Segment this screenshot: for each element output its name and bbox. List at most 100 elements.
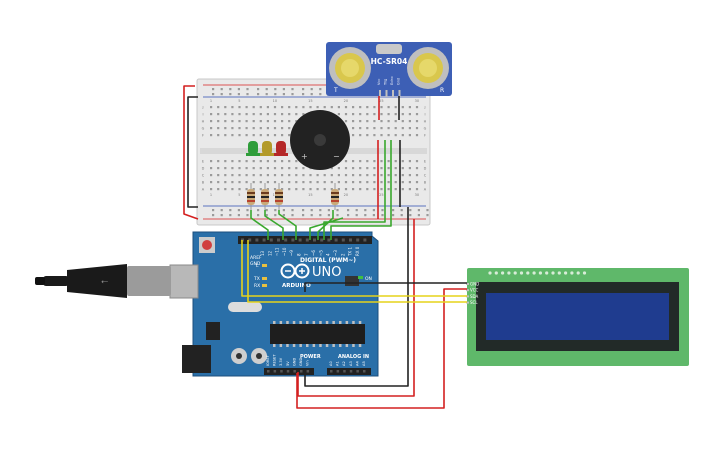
breadboard-hole: [210, 106, 213, 109]
rail-hole: [265, 88, 268, 91]
breadboard-hole: [295, 167, 298, 170]
lcd-header-pin: [494, 271, 498, 275]
breadboard-hole: [224, 188, 227, 191]
chip-pin: [292, 321, 296, 324]
power-pin-label: GND: [299, 358, 303, 366]
breadboard-hole: [366, 113, 369, 116]
breadboard-hole: [231, 181, 234, 184]
breadboard-hole: [273, 181, 277, 184]
rail-hole: [319, 93, 322, 96]
atmega-chip: [270, 324, 365, 344]
resistor-3[interactable]: [275, 183, 283, 210]
rail-hole: [246, 93, 249, 96]
breadboard-hole: [380, 181, 383, 184]
breadboard-hole: [266, 106, 269, 109]
column-number: 30: [415, 99, 419, 103]
breadboard-hole: [401, 160, 404, 163]
column-number: 10: [273, 99, 277, 103]
led-yellow[interactable]: [260, 141, 274, 156]
rail-hole: [220, 88, 223, 91]
rail-hole: [291, 209, 294, 212]
breadboard-hole: [352, 120, 355, 123]
breadboard-hole: [344, 181, 348, 184]
breadboard-hole: [273, 174, 277, 177]
breadboard-hole: [259, 106, 262, 109]
led-green[interactable]: [246, 141, 260, 156]
breadboard-hole: [387, 181, 390, 184]
breadboard-hole: [259, 120, 262, 123]
breadboard-hole: [344, 106, 348, 109]
breadboard-hole: [224, 127, 227, 130]
rail-hole: [246, 214, 249, 217]
gnd-label: GND: [250, 261, 261, 267]
resistor-2[interactable]: [261, 183, 269, 210]
breadboard-hole: [323, 106, 326, 109]
breadboard-hole: [373, 174, 376, 177]
breadboard-hole: [387, 188, 390, 191]
breadboard-hole: [352, 134, 355, 137]
breadboard-hole: [408, 120, 411, 123]
digital-pin-label: 8: [297, 253, 302, 256]
breadboard-hole: [415, 174, 419, 177]
header-pin: [356, 370, 359, 373]
breadboard-hole: [366, 181, 369, 184]
column-number: 10: [273, 193, 277, 197]
sensor-pin-label: Gnd: [397, 78, 401, 85]
breadboard-hole: [344, 120, 348, 123]
breadboard-hole: [281, 106, 284, 109]
breadboard-hole: [295, 113, 298, 116]
wire-lcd-vcc: [296, 288, 467, 409]
breadboard-hole: [231, 188, 234, 191]
resistor-4[interactable]: [331, 183, 339, 210]
rail-hole: [310, 93, 313, 96]
header-pin: [248, 238, 252, 242]
breadboard-hole: [359, 188, 362, 191]
lcd-pin: [466, 283, 469, 285]
breadboard-hole: [309, 188, 312, 191]
header-pin: [363, 238, 367, 242]
analog-pin-label: A2: [342, 361, 346, 366]
led-red[interactable]: [274, 141, 288, 156]
breadboard-hole: [394, 106, 397, 109]
rail-hole: [274, 209, 277, 212]
breadboard-hole: [295, 188, 298, 191]
rail-hole: [229, 88, 232, 91]
sensor-pin-label: Echo: [390, 77, 394, 86]
breadboard-hole: [415, 188, 419, 191]
rail-hole: [291, 214, 294, 217]
breadboard-hole: [352, 127, 355, 130]
breadboard-hole: [217, 106, 220, 109]
breadboard-hole: [359, 181, 362, 184]
rail-hole: [257, 209, 260, 212]
power-rail-bottom: [212, 209, 429, 217]
breadboard-hole: [288, 134, 291, 137]
breadboard-hole: [394, 174, 397, 177]
sensor-pin-label: Vcc: [377, 79, 381, 85]
breadboard-hole: [337, 113, 340, 116]
breadboard-hole: [266, 134, 269, 137]
breadboard-hole: [302, 181, 305, 184]
header-pin: [334, 238, 338, 242]
breadboard-hole: [309, 181, 312, 184]
usb-cable-end: [35, 277, 45, 285]
breadboard-hole: [352, 188, 355, 191]
power-pin-label: GND: [292, 358, 296, 366]
piezo-buzzer[interactable]: + −: [290, 110, 350, 170]
breadboard-hole: [238, 181, 241, 184]
bottom-header-pins: [267, 370, 366, 373]
reset-button[interactable]: [202, 240, 212, 250]
breadboard-hole: [366, 120, 369, 123]
breadboard-hole: [373, 181, 376, 184]
wire-lcd-sda: [241, 240, 467, 297]
chip-pin: [312, 344, 316, 347]
digital-pin-label: 13: [260, 250, 265, 256]
row-letter: C: [424, 174, 427, 178]
breadboard-hole: [366, 167, 369, 170]
breadboard-hole: [231, 174, 234, 177]
rail-hole: [417, 209, 420, 212]
resistor-1[interactable]: [247, 183, 255, 210]
